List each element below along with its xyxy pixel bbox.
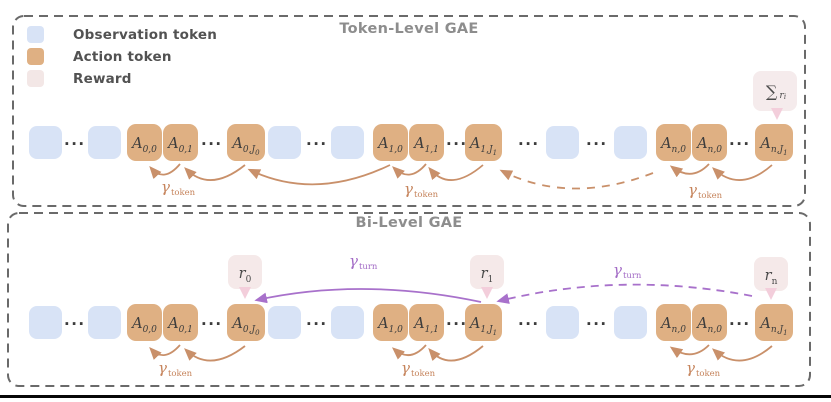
legend-item-action: Action token — [27, 48, 217, 65]
gamma-token-label: γtoken — [158, 359, 193, 379]
ellipsis: ... — [201, 311, 223, 329]
observation-token — [614, 306, 647, 339]
ellipsis: ... — [518, 311, 540, 329]
ellipsis: ... — [64, 131, 86, 149]
ellipsis: ... — [729, 131, 751, 149]
gamma-token-arrow — [712, 164, 773, 181]
gamma-token-arrow — [669, 344, 710, 359]
observation-token — [546, 306, 579, 339]
gamma-token-arrow — [391, 344, 427, 360]
observation-token — [331, 306, 364, 339]
observation-token — [268, 126, 301, 159]
action-token-an0b: An,0 — [692, 124, 727, 161]
action-token-an0: An,0 — [656, 124, 691, 161]
gamma-token-arrow — [184, 345, 246, 362]
ellipsis: ... — [64, 311, 86, 329]
action-token-a0J: A0,J0 — [227, 304, 265, 341]
observation-token-swatch — [27, 26, 44, 43]
observation-token — [546, 126, 579, 159]
action-token-anJ: An,J1 — [755, 124, 793, 161]
observation-token — [268, 306, 301, 339]
ellipsis: ... — [586, 131, 608, 149]
gamma-token-arrow — [428, 345, 484, 362]
legend-item-observation: Observation token — [27, 26, 217, 43]
legend-label: Action token — [73, 48, 172, 65]
gamma-token-arrow — [669, 163, 710, 178]
reward-box-rn: rn — [754, 257, 788, 291]
action-token-an0: An,0 — [656, 304, 691, 341]
action-token-a10: A1,0 — [373, 304, 408, 341]
action-token-a00: A0,0 — [127, 124, 162, 161]
action-token-an0b: An,0 — [692, 304, 727, 341]
bi-level-gae-title: Bi-Level GAE — [355, 215, 463, 231]
reward-box-r1: r1 — [470, 255, 504, 289]
observation-token — [331, 126, 364, 159]
bottom-border-line — [0, 395, 831, 398]
ellipsis: ... — [729, 311, 751, 329]
action-token-a1J: A1,J1 — [465, 124, 502, 161]
ellipsis: ... — [586, 311, 608, 329]
action-token-a0J: A0,J0 — [227, 124, 265, 161]
action-token-a10: A1,0 — [373, 124, 408, 161]
observation-token — [88, 126, 121, 159]
gamma-token-arrow — [184, 164, 246, 181]
action-token-anJ: An,J1 — [755, 304, 793, 341]
action-token-a11: A1,1 — [409, 304, 444, 341]
gamma-token-label: γtoken — [688, 181, 723, 201]
gamma-turn-arrow-dashed — [496, 283, 753, 304]
observation-token — [29, 126, 62, 159]
observation-token — [614, 126, 647, 159]
ellipsis: ... — [201, 131, 223, 149]
legend: Observation token Action token Reward — [27, 26, 217, 87]
legend-label: Reward — [73, 70, 132, 87]
token-row-bottom: ... A0,0 A0,1 ... A0,J0 ... A1,0 A1,1 ..… — [0, 304, 831, 342]
ellipsis: ... — [306, 131, 328, 149]
action-token-a1J: A1,J1 — [465, 304, 502, 341]
action-token-swatch — [27, 48, 44, 65]
gamma-turn-arrow — [254, 288, 482, 304]
gamma-token-arrow-cross-turn — [247, 164, 391, 186]
gamma-token-arrow — [711, 345, 773, 362]
reward-swatch — [27, 70, 44, 87]
gamma-token-arrow — [392, 163, 427, 179]
gamma-token-arrow — [428, 164, 484, 181]
gamma-token-label: γtoken — [401, 359, 436, 379]
observation-token — [88, 306, 121, 339]
action-token-a01: A0,1 — [163, 124, 198, 161]
gamma-turn-label: γturn — [613, 261, 642, 281]
ellipsis: ... — [518, 131, 540, 149]
reward-box-r0: r0 — [228, 255, 262, 289]
ellipsis: ... — [306, 311, 328, 329]
action-token-a01: A0,1 — [163, 304, 198, 341]
gamma-token-arrow — [149, 344, 181, 360]
legend-label: Observation token — [73, 26, 218, 43]
action-token-a11: A1,1 — [409, 124, 444, 161]
legend-item-reward: Reward — [27, 70, 217, 87]
gamma-token-label: γtoken — [404, 180, 439, 200]
gamma-token-arrow — [149, 163, 181, 180]
token-row-top: ... A0,0 A0,1 ... A0,J0 ... A1,0 A1,1 ..… — [0, 124, 831, 162]
gamma-token-label: γtoken — [161, 178, 196, 198]
action-token-a00: A0,0 — [127, 304, 162, 341]
gamma-turn-label: γturn — [349, 252, 378, 272]
sigma-symbol: ∑ — [765, 81, 778, 101]
gamma-token-arrow-dashed — [499, 169, 654, 190]
gamma-token-label: γtoken — [686, 359, 721, 379]
observation-token — [29, 306, 62, 339]
